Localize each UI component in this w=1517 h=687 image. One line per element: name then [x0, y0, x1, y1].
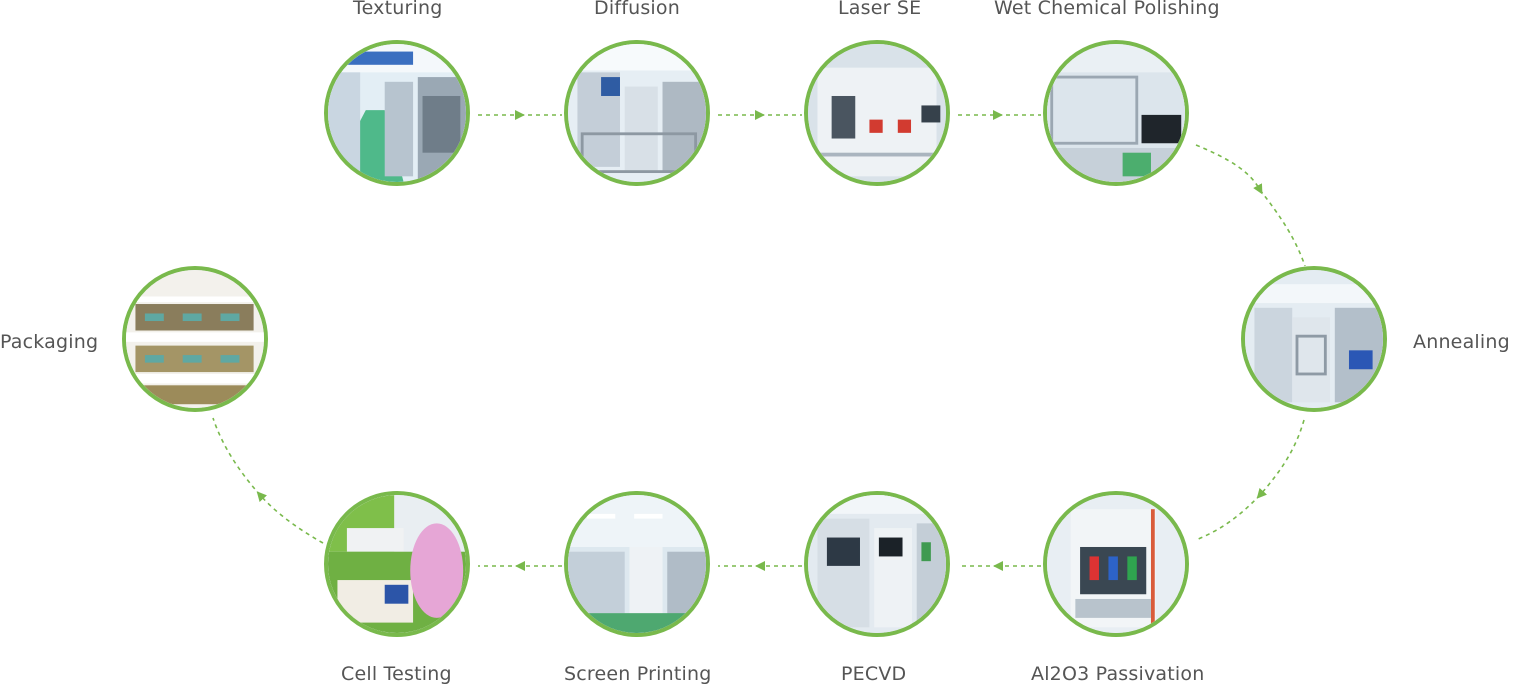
connector-cell-testing-packaging	[256, 491, 324, 544]
annealing-equipment-photo	[1241, 266, 1387, 412]
connector-wet-chemical-polishing-annealing	[1195, 144, 1263, 195]
step-label-pecvd: PECVD	[841, 663, 907, 685]
step-label-screen-printing: Screen Printing	[564, 663, 712, 685]
factory-corridor-photo	[324, 40, 470, 186]
step-label-packaging: Packaging	[0, 331, 99, 353]
diffusion-furnace-photo	[564, 40, 710, 186]
connector-annealing-al2o3-passivation	[1256, 419, 1305, 499]
pecvd-machine-photo	[804, 491, 950, 637]
step-label-cell-testing: Cell Testing	[341, 663, 452, 685]
screen-printer-line-photo	[564, 491, 710, 637]
wet-bench-photo	[1043, 40, 1189, 186]
step-label-laser-se: Laser SE	[838, 0, 922, 19]
step-label-al2o3-passivation: Al2O3 Passivation	[1031, 663, 1205, 685]
step-label-texturing: Texturing	[353, 0, 443, 19]
step-label-wet-chemical-polishing: Wet Chemical Polishing	[994, 0, 1220, 19]
step-label-diffusion: Diffusion	[594, 0, 680, 19]
step-label-annealing: Annealing	[1413, 331, 1510, 353]
packaged-boxes-shelf-photo	[122, 266, 268, 412]
ald-equipment-photo	[1043, 491, 1189, 637]
cell-testing-station-photo	[324, 491, 470, 637]
laser-machine-photo	[804, 40, 950, 186]
